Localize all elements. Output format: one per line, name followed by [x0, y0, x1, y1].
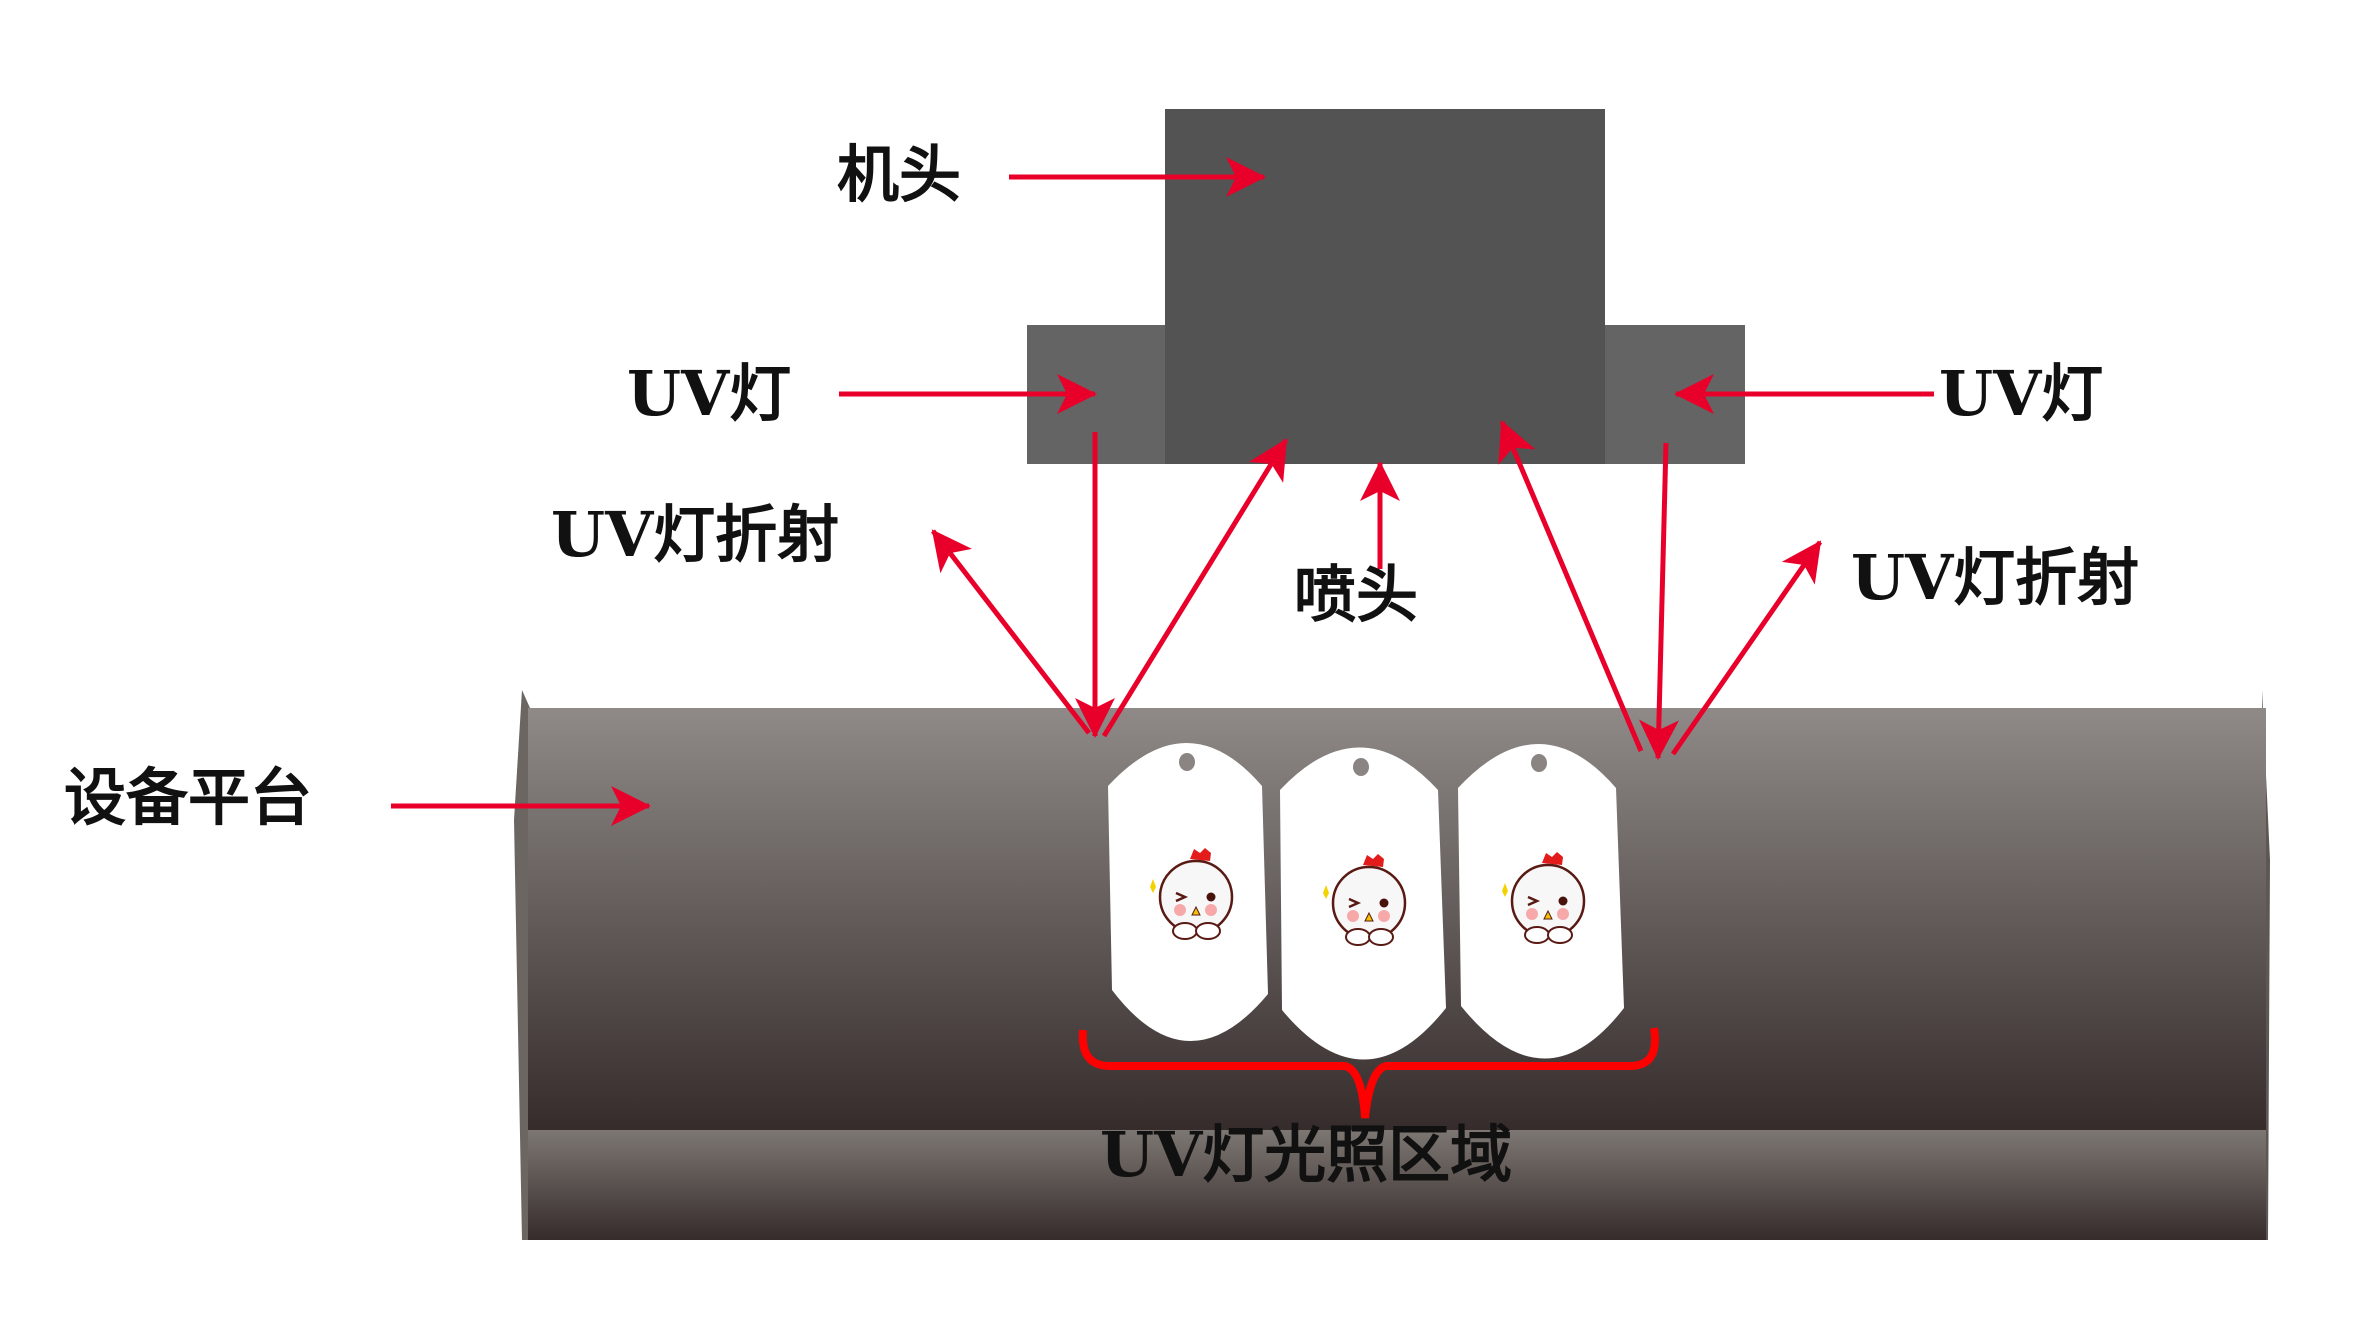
label-nozzle: 喷头 — [1294, 558, 1418, 631]
tag-2 — [1280, 747, 1446, 1060]
tag-1 — [1108, 743, 1268, 1042]
label-platform: 设备平台 — [64, 761, 312, 834]
tag-3 — [1458, 744, 1624, 1059]
illumination-area-brace — [1078, 1027, 1659, 1119]
tag-hole — [1353, 758, 1369, 776]
platform-front-rail — [528, 1130, 2266, 1240]
arrow-refraction-right — [1670, 540, 1823, 756]
label-uv-lamp-left: UV灯 — [627, 357, 791, 430]
platform-left-side — [514, 690, 530, 1240]
arrow-refraction-left — [931, 529, 1091, 735]
machine-head — [1165, 109, 1605, 464]
label-uv-illumination-area: UV灯光照区域 — [1100, 1118, 1512, 1191]
printed-tags — [1108, 743, 1624, 1060]
arrow-uv-light-down-right — [1638, 442, 1679, 760]
tag-hole — [1179, 753, 1195, 771]
arrow-reflection-to-nozzle-left — [1101, 438, 1289, 738]
tag-hole — [1531, 754, 1547, 772]
label-machine-head: 机头 — [837, 138, 961, 211]
arrows — [391, 157, 1934, 826]
label-uv-refraction-left: UV灯折射 — [551, 498, 839, 571]
arrow-reflection-to-nozzle-right — [1498, 420, 1644, 752]
label-uv-refraction-right: UV灯折射 — [1851, 541, 2139, 614]
label-uv-lamp-right: UV灯 — [1939, 357, 2103, 430]
